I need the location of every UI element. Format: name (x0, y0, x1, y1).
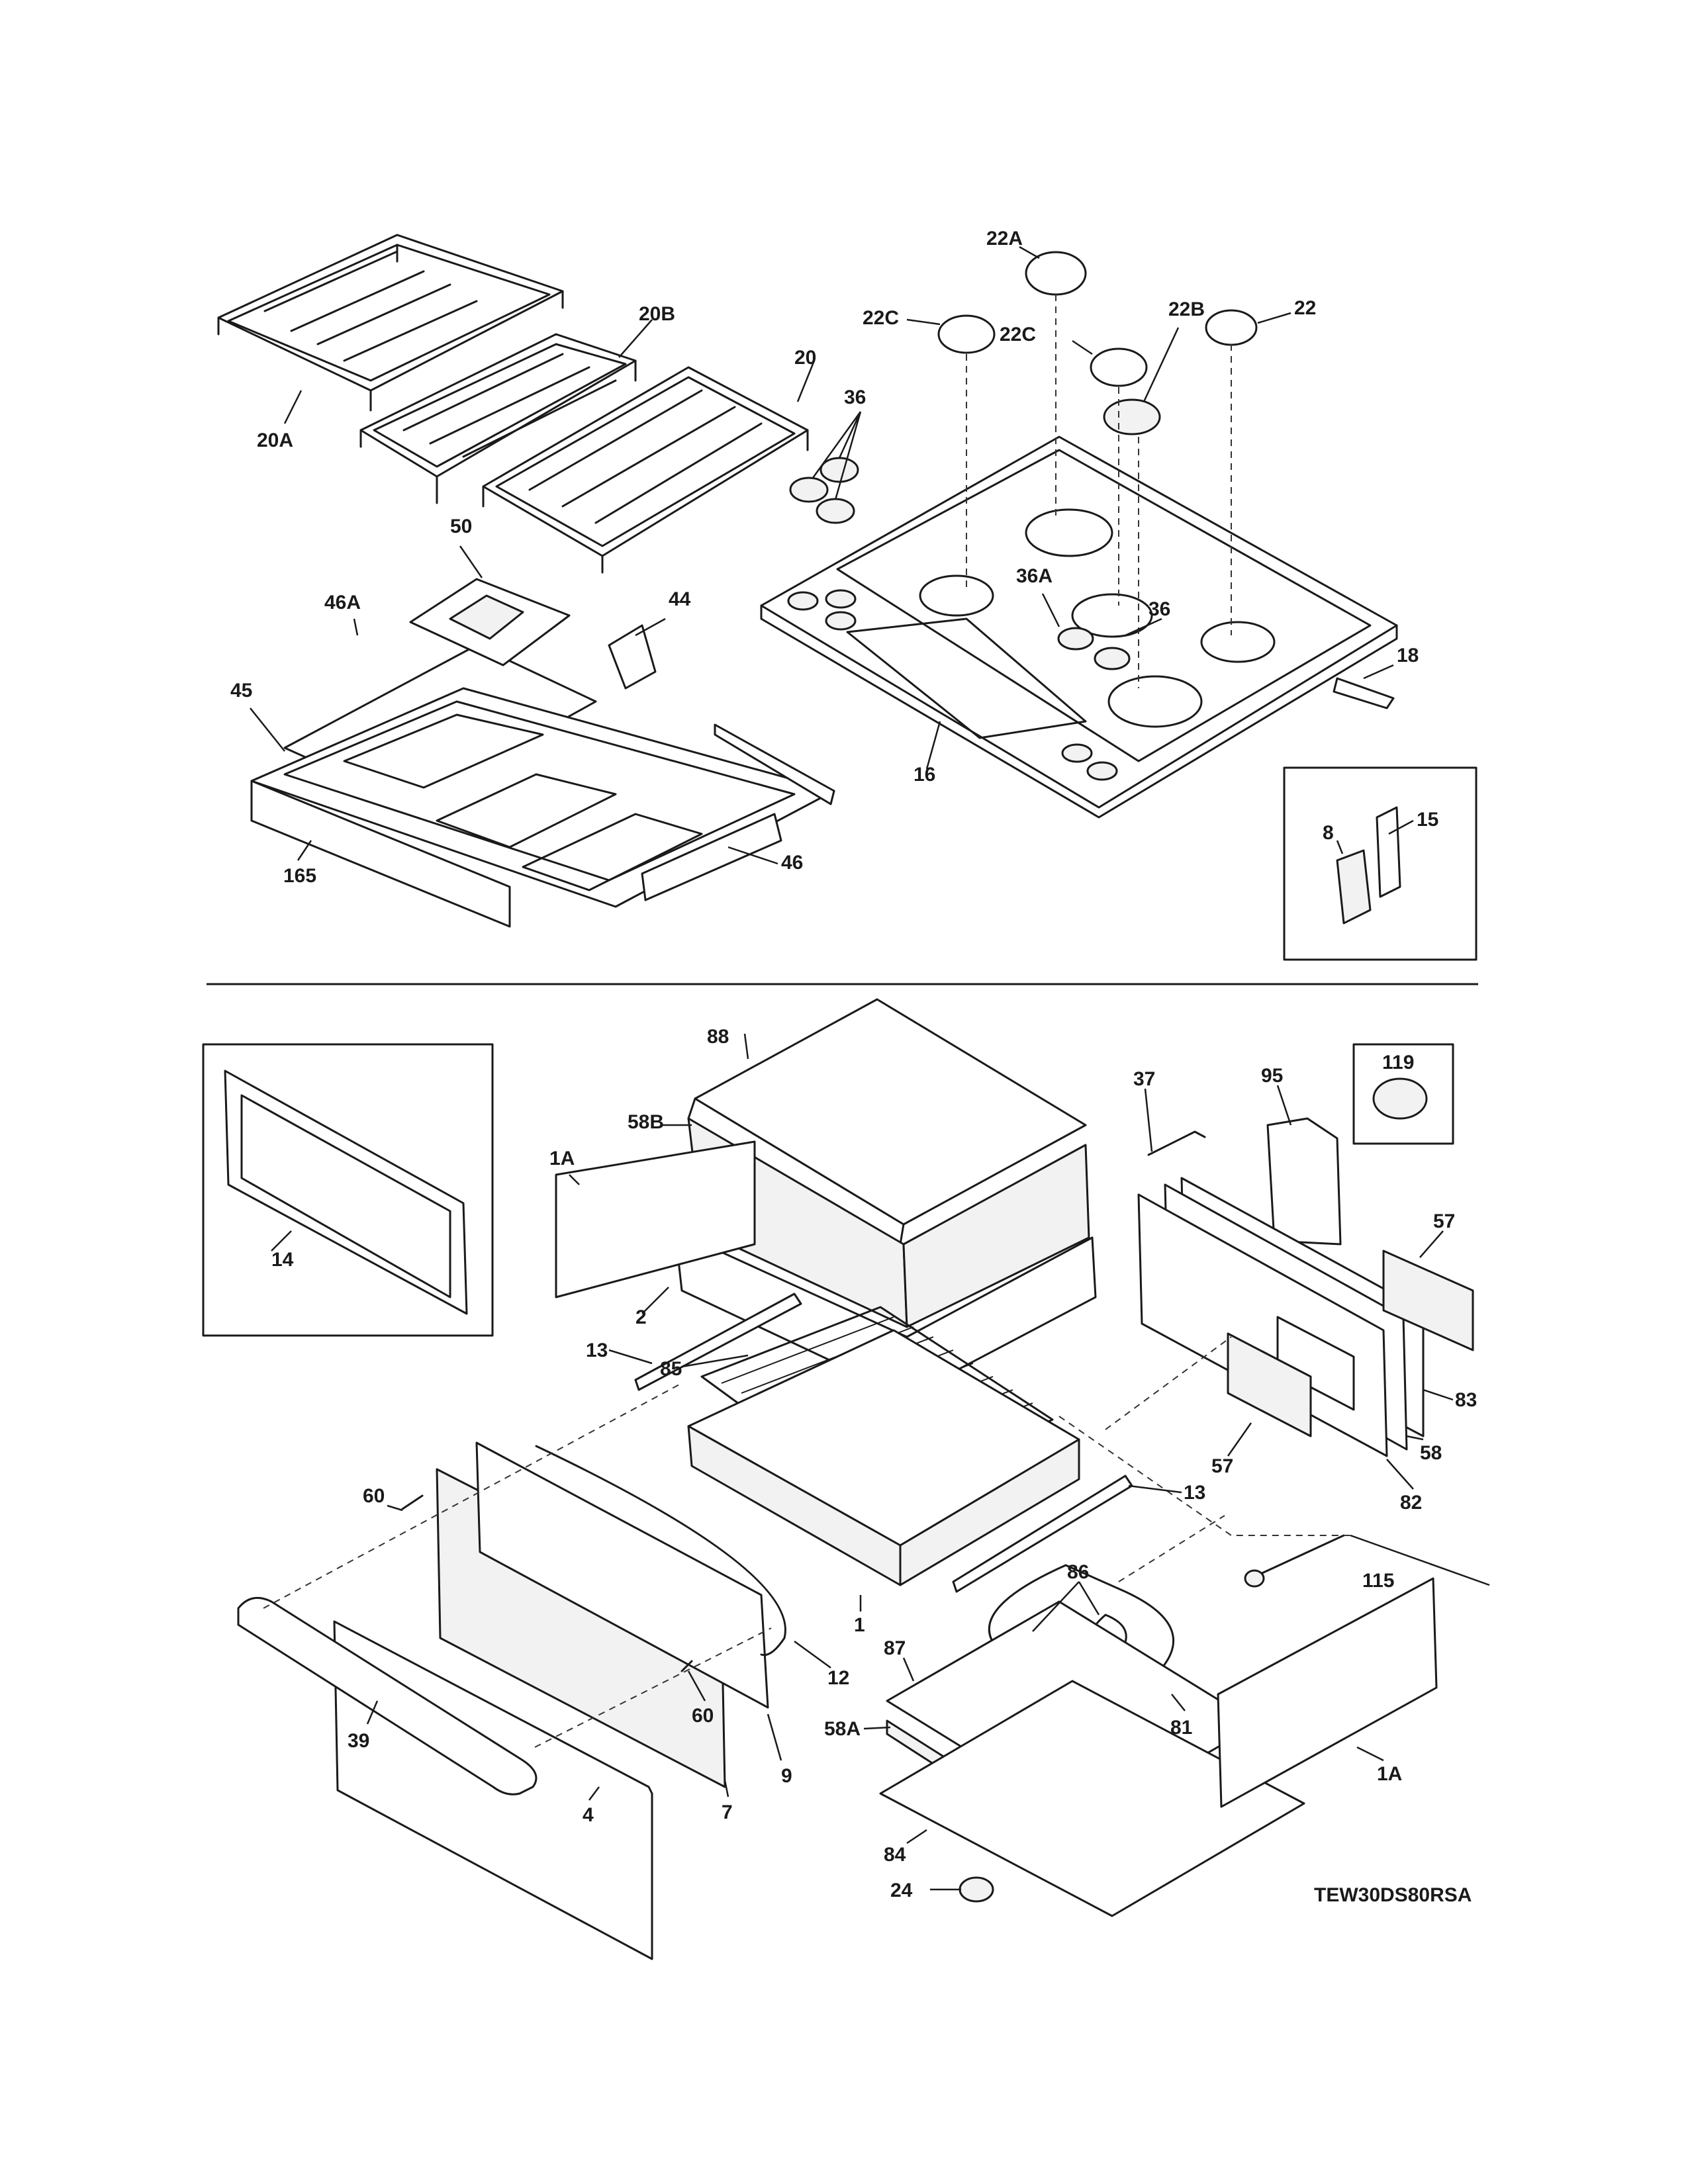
label-8: 8 (1323, 822, 1334, 844)
label-86: 86 (1067, 1561, 1089, 1583)
part-119 (1372, 1077, 1428, 1120)
label-37: 37 (1133, 1068, 1155, 1090)
label-24: 24 (890, 1880, 913, 1901)
label-83: 83 (1455, 1389, 1477, 1411)
label-1A-right: 1A (1377, 1763, 1402, 1785)
label-36A: 36A (1016, 565, 1053, 587)
cap-22 (1205, 309, 1258, 346)
label-1: 1 (854, 1614, 865, 1636)
label-58A: 58A (824, 1718, 861, 1740)
callout-labels: 22A 22C 22C 22B 22 20B 20 20A 36 50 46A … (230, 228, 1477, 1901)
label-60-top: 60 (363, 1485, 385, 1507)
label-44: 44 (669, 588, 691, 610)
label-36-top: 36 (844, 387, 866, 408)
label-58B: 58B (628, 1111, 664, 1133)
foot-24 (959, 1876, 994, 1903)
cap-22A (1025, 251, 1087, 296)
part-8 (1336, 849, 1372, 925)
cap-22B (1103, 398, 1161, 435)
label-22A: 22A (986, 228, 1023, 250)
probe-37 (1147, 1130, 1206, 1156)
cord-115 (1256, 1534, 1345, 1576)
part-15 (1376, 806, 1401, 898)
label-13-right: 13 (1184, 1482, 1205, 1504)
label-1A-left: 1A (549, 1148, 575, 1169)
label-88: 88 (707, 1026, 729, 1048)
bracket-44 (608, 624, 657, 690)
label-13-left: 13 (586, 1340, 608, 1361)
label-115: 115 (1362, 1570, 1394, 1592)
label-57-right: 57 (1433, 1210, 1455, 1232)
element-12 (535, 1445, 786, 1657)
label-9: 9 (781, 1765, 792, 1787)
inset-box-14 (202, 1043, 494, 1337)
leader-lines (250, 246, 1490, 1891)
label-39: 39 (348, 1730, 369, 1752)
label-36-mid: 36 (1149, 598, 1170, 620)
label-165: 165 (283, 865, 316, 887)
inset-box-119 (1352, 1043, 1454, 1145)
label-4: 4 (583, 1804, 594, 1826)
label-60-bottom: 60 (692, 1705, 714, 1727)
label-84: 84 (884, 1844, 906, 1866)
label-22C-left: 22C (863, 307, 899, 329)
vent-50 (409, 578, 571, 666)
insulation-57-center (1227, 1332, 1312, 1437)
label-87: 87 (884, 1637, 906, 1659)
label-82: 82 (1400, 1492, 1422, 1514)
label-20A: 20A (257, 430, 293, 451)
part-18 (1333, 677, 1395, 709)
grate-20 (482, 366, 809, 574)
model-code: TEW30DS80RSA (1314, 1884, 1472, 1906)
label-16: 16 (914, 764, 935, 786)
grate-20B (359, 333, 637, 504)
door-glass-14 (224, 1069, 468, 1315)
label-15: 15 (1417, 809, 1438, 831)
label-57-center: 57 (1211, 1455, 1233, 1477)
drawer-frame-9 (475, 1441, 769, 1709)
label-46: 46 (781, 852, 803, 874)
label-45: 45 (230, 680, 252, 702)
label-2: 2 (635, 1306, 647, 1328)
label-7: 7 (722, 1801, 733, 1823)
label-50: 50 (450, 516, 472, 537)
cap-22C-right (1090, 347, 1148, 387)
cap-22C-left (937, 314, 996, 354)
oven-bottom-1 (687, 1329, 1080, 1586)
burner-knobs-36 (789, 457, 859, 524)
side-panel-1A-left (555, 1140, 756, 1298)
label-20B: 20B (639, 303, 675, 325)
inset-box-8-15 (1283, 766, 1477, 961)
label-12: 12 (827, 1667, 849, 1689)
label-22: 22 (1294, 297, 1316, 319)
label-18: 18 (1397, 645, 1419, 666)
panel-82 (1137, 1193, 1388, 1457)
label-119: 119 (1382, 1052, 1414, 1073)
screw-60-bottom (680, 1660, 693, 1672)
grate-20A (217, 234, 564, 412)
label-22C-right: 22C (1000, 324, 1036, 345)
cooktop-16 (760, 435, 1398, 819)
label-95: 95 (1261, 1065, 1283, 1087)
handle-39 (237, 1596, 538, 1796)
label-14: 14 (271, 1249, 294, 1271)
label-58: 58 (1420, 1442, 1442, 1464)
label-22B: 22B (1168, 298, 1205, 320)
panel-95 (1266, 1117, 1342, 1246)
side-panel-1A-right (1217, 1577, 1438, 1808)
insulation-57-right (1382, 1250, 1474, 1351)
burner-box-assembly (250, 644, 835, 928)
screw-60-top (401, 1494, 424, 1510)
label-85: 85 (660, 1358, 682, 1380)
label-46A: 46A (324, 592, 361, 614)
label-20: 20 (794, 347, 816, 369)
label-81: 81 (1170, 1717, 1192, 1739)
rail-13-left (634, 1293, 802, 1391)
bottom-pan-84 (879, 1680, 1305, 1917)
